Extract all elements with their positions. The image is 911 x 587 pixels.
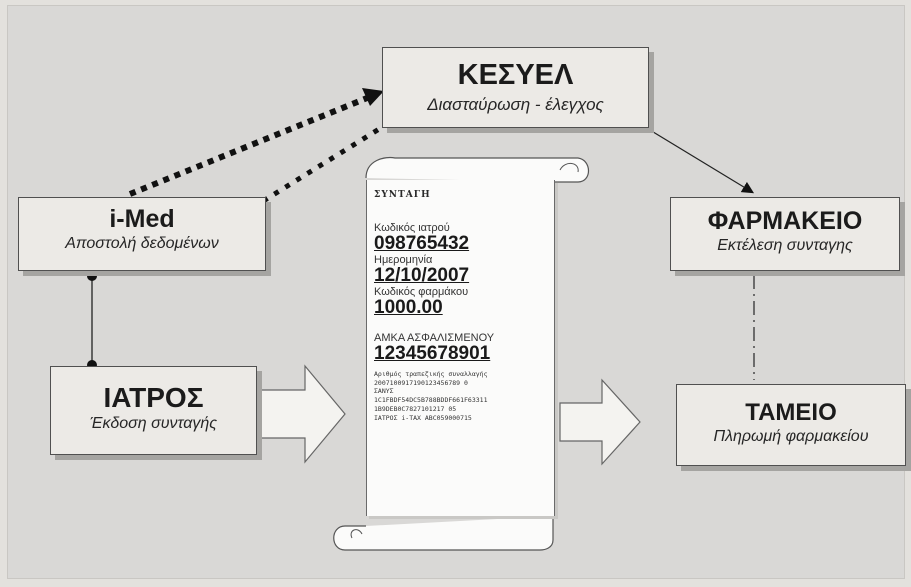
prescription-content: ΣΥΝΤΑΓΗ Κωδικός ιατρού 098765432 Ημερομη… xyxy=(374,190,549,422)
scroll-top-curl xyxy=(365,156,590,183)
dotted-arrowhead-kesyel xyxy=(362,88,384,106)
fine-print-line: ΙΑΤΡΟΣ i-TAX ABC059000715 xyxy=(374,413,472,422)
farmakeio-title: ΦΑΡΜΑΚΕΙΟ xyxy=(707,207,863,235)
link-dot-top xyxy=(87,271,97,281)
imed-subtitle: Αποστολή δεδομένων xyxy=(65,235,219,253)
scroll-bottom-curl-inner xyxy=(350,529,363,539)
farmakeio-box: ΦΑΡΜΑΚΕΙΟ Εκτέλεση συνταγης xyxy=(670,197,900,271)
drug-code-value: 1000.00 xyxy=(374,296,443,318)
dotted-arrow-imed-to-kesyel xyxy=(128,93,374,197)
kesyel-box: ΚΕΣΥΕΛ Διασταύρωση - έλεγχος xyxy=(382,47,649,128)
fine-print-line: 1B9DEB0C7827101217 05 xyxy=(374,404,457,413)
doctor-code-value: 098765432 xyxy=(374,233,470,254)
tameio-title: ΤΑΜΕΙΟ xyxy=(745,399,837,426)
block-arrow-prescription-to-tameio xyxy=(559,378,641,466)
amka-value: 12345678901 xyxy=(374,342,491,364)
iatros-subtitle: Έκδοση συνταγής xyxy=(89,415,218,433)
prescription-scroll xyxy=(366,180,555,516)
fine-print: Αριθμός τραπεζικής συναλλαγής 2007100917… xyxy=(374,370,549,423)
tameio-box: ΤΑΜΕΙΟ Πληρωμή φαρμακείου xyxy=(676,384,906,466)
fine-print-line: ΣΑΝΥΣ xyxy=(374,387,394,396)
arrow-kesyel-to-farmakeio xyxy=(639,123,755,194)
amka-label: ΑΜΚΑ ΑΣΦΑΛΙΣΜΕΝΟΥ xyxy=(374,331,495,344)
doctor-code-label: Κωδικός ιατρού xyxy=(374,222,450,234)
scroll-bottom-curl xyxy=(333,516,554,551)
scroll-top-curl-inner xyxy=(559,163,579,173)
fine-print-line: Αριθμός τραπεζικής συναλλαγής xyxy=(374,369,488,378)
tameio-subtitle: Πληρωμή φαρμακείου xyxy=(713,428,869,446)
kesyel-subtitle: Διασταύρωση - έλεγχος xyxy=(427,95,604,115)
imed-box: i-Med Αποστολή δεδομένων xyxy=(18,197,266,271)
iatros-title: ΙΑΤΡΟΣ xyxy=(103,382,204,413)
iatros-box: ΙΑΤΡΟΣ Έκδοση συνταγής xyxy=(50,366,257,455)
date-value: 12/10/2007 xyxy=(374,264,470,286)
prescription-title: ΣΥΝΤΑΓΗ xyxy=(374,190,431,200)
date-label: Ημερομηνία xyxy=(374,253,433,266)
kesyel-title: ΚΕΣΥΕΛ xyxy=(457,59,574,91)
farmakeio-subtitle: Εκτέλεση συνταγης xyxy=(717,237,853,255)
dotted-arrow-kesyel-to-imed xyxy=(250,113,402,211)
fine-print-line: 1C1FBDF54DC5B788BDDF661F63311 xyxy=(374,396,488,405)
block-arrow-iatros-to-prescription xyxy=(257,364,346,464)
drug-code-label: Κωδικός φαρμάκου xyxy=(374,285,469,298)
imed-title: i-Med xyxy=(109,205,175,233)
fine-print-line: 2007100917190123456789 0 xyxy=(374,378,468,387)
